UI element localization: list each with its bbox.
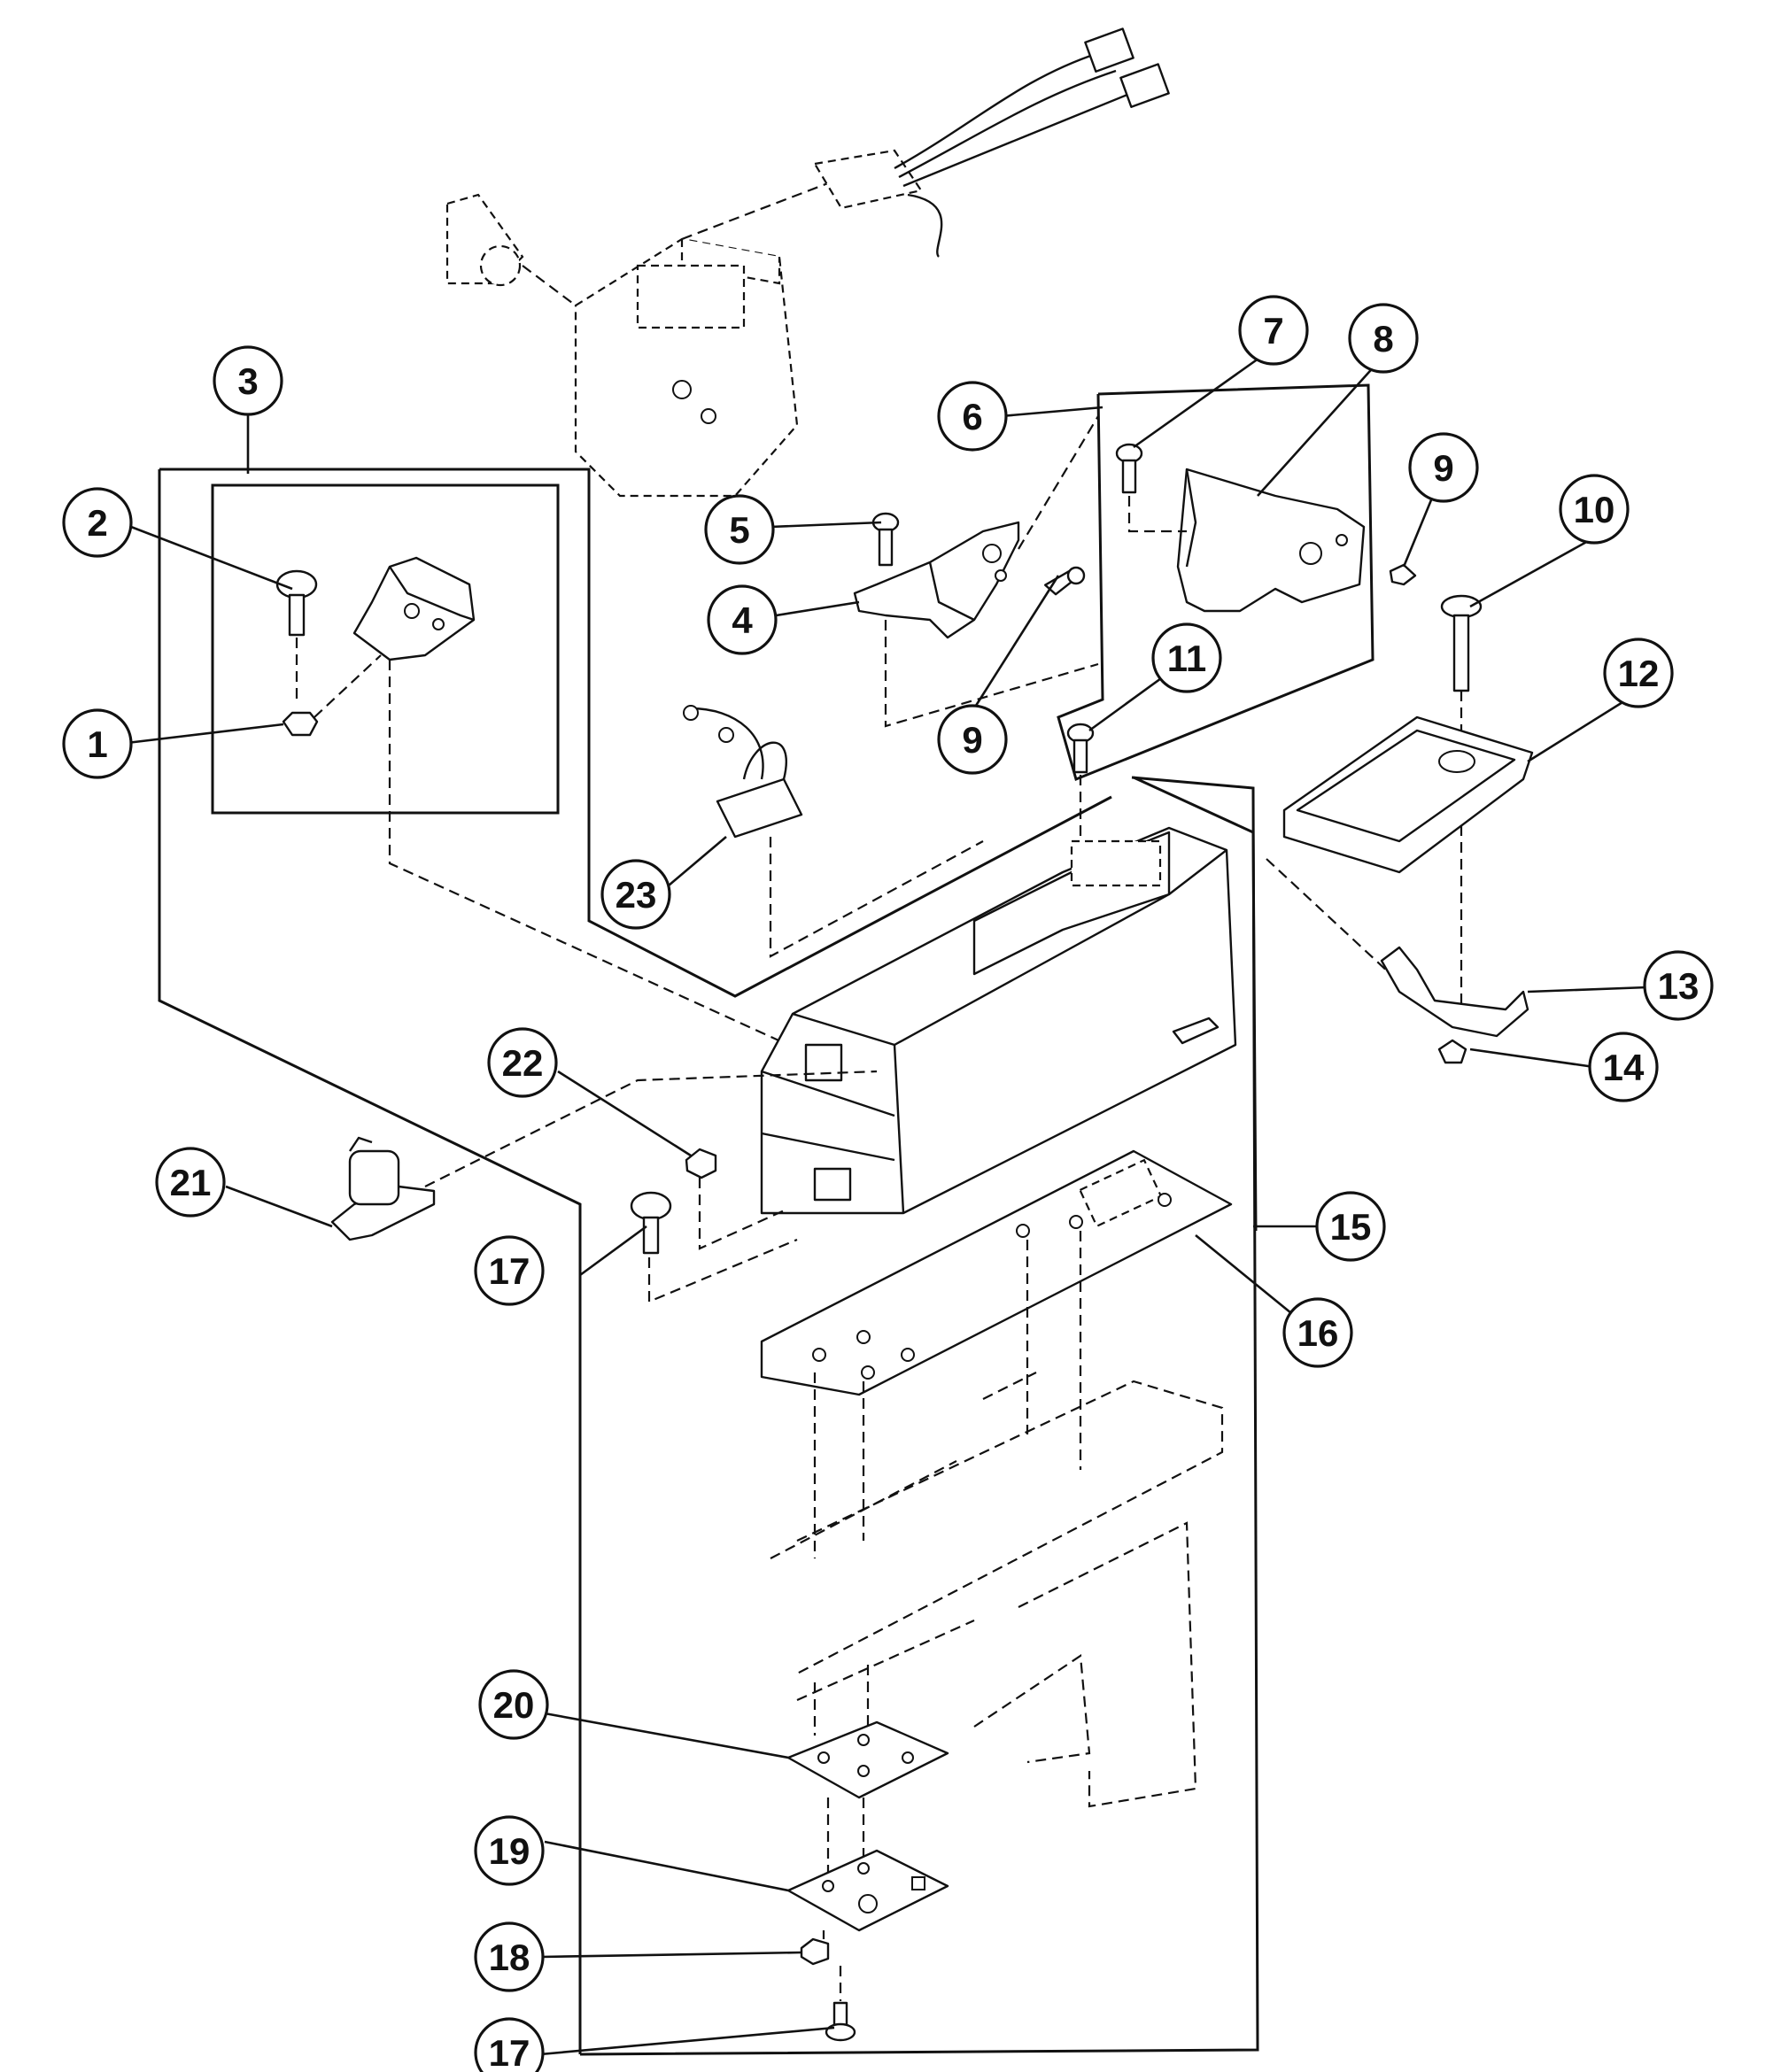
part-2-carriage-bolt bbox=[275, 569, 318, 700]
part-15-housing bbox=[760, 826, 1237, 1215]
callout-5-label: 5 bbox=[729, 509, 749, 551]
callout-11-label: 11 bbox=[1167, 638, 1206, 679]
part-23-wire-connector bbox=[683, 705, 984, 958]
callout-13: 13 bbox=[1643, 950, 1714, 1021]
part-17-carriage-bolt bbox=[630, 1191, 798, 1303]
callout-1: 1 bbox=[62, 708, 133, 779]
callout-14-label: 14 bbox=[1603, 1047, 1645, 1088]
callout-10: 10 bbox=[1559, 474, 1630, 545]
cabinet-ghost bbox=[770, 1231, 1224, 1808]
part-22-nut bbox=[685, 1148, 789, 1250]
callout-14: 14 bbox=[1588, 1032, 1659, 1102]
callout-21-label: 21 bbox=[170, 1162, 212, 1203]
part-11-screw bbox=[1066, 723, 1095, 885]
part-19-plate bbox=[786, 1849, 949, 1932]
part-18-nut bbox=[800, 1930, 830, 1966]
callout-3-label: 3 bbox=[237, 360, 258, 402]
part-20-plate bbox=[786, 1720, 949, 1877]
assembly-6-outline bbox=[1057, 383, 1374, 782]
assembly-3-inner-box bbox=[211, 483, 560, 815]
callout-13-label: 13 bbox=[1658, 965, 1700, 1007]
callout-9-lower-label: 9 bbox=[962, 719, 982, 761]
callout-18: 18 bbox=[474, 1921, 545, 1992]
assembly-15-outline bbox=[579, 776, 1259, 2056]
timer-ghost bbox=[445, 180, 833, 498]
part-7-screw bbox=[1115, 443, 1187, 533]
callout-8: 8 bbox=[1348, 303, 1419, 374]
part-4-switch-bracket bbox=[853, 415, 1099, 728]
callout-8-label: 8 bbox=[1373, 318, 1393, 360]
part-5-screw bbox=[871, 512, 900, 567]
callout-17-lower-label: 17 bbox=[489, 2032, 530, 2072]
callout-22: 22 bbox=[487, 1027, 558, 1098]
callout-4: 4 bbox=[707, 584, 778, 655]
part-12-cover-plate bbox=[1266, 715, 1534, 975]
callout-23: 23 bbox=[600, 859, 671, 930]
callout-2-label: 2 bbox=[87, 502, 107, 544]
assembly-15-top bbox=[1133, 776, 1258, 1232]
callout-6: 6 bbox=[937, 381, 1008, 452]
callout-19: 19 bbox=[474, 1815, 545, 1886]
callout-9-upper: 9 bbox=[1408, 432, 1479, 503]
group-outlines bbox=[158, 383, 1374, 2056]
callout-21: 21 bbox=[155, 1147, 226, 1218]
callout-2: 2 bbox=[62, 487, 133, 558]
part-14-nut bbox=[1437, 1039, 1467, 1064]
part-13-bracket bbox=[1380, 946, 1529, 1038]
part-3-bracket bbox=[352, 556, 887, 1091]
callout-7: 7 bbox=[1238, 295, 1309, 366]
callout-11: 11 bbox=[1151, 622, 1222, 693]
part-9-nut bbox=[1389, 563, 1417, 586]
callout-23-label: 23 bbox=[616, 874, 657, 916]
callout-7-label: 7 bbox=[1263, 310, 1283, 352]
callout-17-lower: 17 bbox=[474, 2017, 545, 2072]
part-16-base-plate bbox=[760, 1149, 1233, 1396]
callout-16: 16 bbox=[1282, 1297, 1353, 1368]
assembly-3-outline bbox=[159, 468, 1112, 998]
callout-18-label: 18 bbox=[489, 1937, 530, 1978]
callout-20: 20 bbox=[478, 1669, 549, 1740]
callout-6-label: 6 bbox=[962, 396, 982, 437]
callout-15: 15 bbox=[1315, 1191, 1386, 1262]
wire-harness bbox=[813, 27, 1170, 258]
part-1-nut bbox=[282, 654, 382, 737]
callout-1-label: 1 bbox=[87, 723, 107, 765]
callout-10-label: 10 bbox=[1574, 489, 1615, 530]
part-8-mounting-bracket bbox=[1176, 468, 1366, 613]
callout-9-lower: 9 bbox=[937, 704, 1008, 775]
part-9-screw-lower bbox=[1043, 566, 1086, 596]
callout-17-upper: 17 bbox=[474, 1235, 545, 1306]
callout-9-upper-label: 9 bbox=[1433, 447, 1453, 489]
callout-4-label: 4 bbox=[732, 599, 753, 641]
callout-20-label: 20 bbox=[493, 1684, 535, 1726]
callout-16-label: 16 bbox=[1297, 1312, 1339, 1354]
callout-17-upper-label: 17 bbox=[489, 1250, 530, 1292]
callout-12-label: 12 bbox=[1618, 653, 1660, 694]
callout-3: 3 bbox=[213, 345, 283, 416]
callout-15-label: 15 bbox=[1330, 1206, 1372, 1248]
callout-12: 12 bbox=[1603, 638, 1674, 708]
assembly-3-outline-left bbox=[158, 469, 582, 2054]
part-21-latch bbox=[330, 1070, 878, 1241]
callout-5: 5 bbox=[704, 494, 775, 565]
callout-19-label: 19 bbox=[489, 1830, 530, 1872]
callout-22-label: 22 bbox=[502, 1042, 544, 1084]
